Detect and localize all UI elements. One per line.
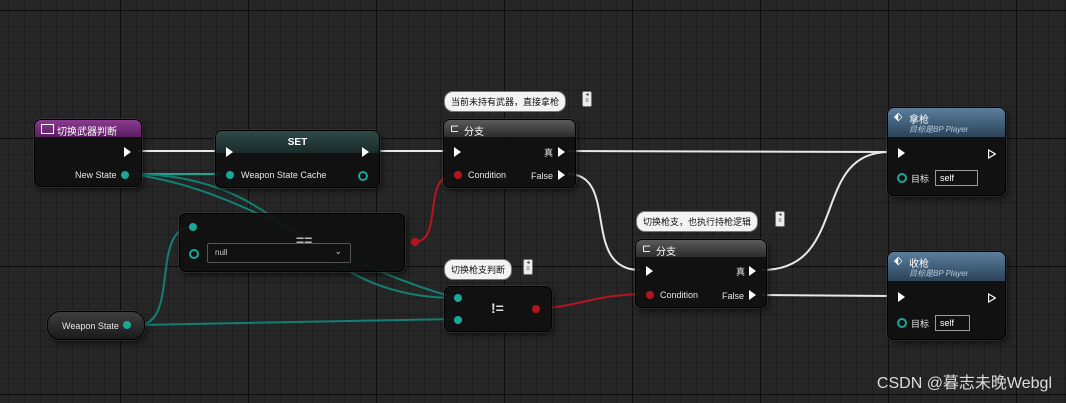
custom-event-header: 切换武器判断 — [35, 120, 141, 138]
branch-mid-title: 分支 — [656, 247, 676, 258]
exec-wire-false2-to-holster — [761, 294, 890, 297]
branch-mid-header: ⊏ 分支 — [636, 240, 766, 258]
exec-wire-true2-to-takegun — [761, 151, 890, 271]
exec-wire-false-to-branch2 — [567, 173, 641, 271]
holster-gun-target-pin[interactable] — [897, 318, 907, 328]
take-gun-title: 拿枪 — [909, 115, 929, 126]
not-equal-result-pin[interactable] — [532, 305, 540, 313]
branch-top-condition-pin[interactable] — [454, 171, 462, 179]
take-gun-exec-out[interactable] — [988, 149, 996, 159]
equals-result-pin[interactable] — [411, 238, 419, 246]
holster-gun-header: ⬖ 收枪 目标是BP Player — [888, 252, 1005, 281]
set-header: SET — [216, 131, 379, 153]
comment-not-equal: 切换枪支判断 — [444, 259, 513, 280]
branch-top-title: 分支 — [464, 127, 484, 138]
custom-event-node[interactable]: 切换武器判断 New State — [34, 119, 142, 187]
branch-top-false-label: False — [531, 171, 554, 181]
custom-event-title: 切换武器判断 — [57, 127, 117, 138]
null-select-value: null — [215, 248, 228, 257]
function-icon-2: ⬖ — [894, 255, 903, 267]
branch-mid-exec-in[interactable] — [646, 266, 653, 276]
equals-pin-a[interactable] — [189, 223, 197, 231]
weapon-state-out-pin[interactable] — [123, 321, 131, 329]
take-gun-header: ⬖ 拿枪 目标是BP Player — [888, 108, 1005, 137]
weapon-state-label: Weapon State — [62, 321, 119, 331]
not-equal-operator: != — [491, 300, 504, 316]
chevron-down-icon: ⌄ — [334, 246, 342, 256]
equals-node[interactable]: == null ⌄ — [179, 213, 419, 272]
holster-gun-subtitle: 目标是BP Player — [909, 269, 969, 278]
take-gun-target-pin[interactable] — [897, 173, 907, 183]
branch-top-true-out[interactable] — [558, 147, 565, 157]
set-cache-in-pin[interactable] — [226, 171, 234, 179]
new-state-label: New State — [75, 170, 117, 180]
holster-gun-target-input[interactable]: self — [935, 315, 970, 331]
branch-icon: ⊏ — [450, 123, 460, 135]
comment-pin-icon-3: ◂≡ — [775, 211, 785, 227]
holster-gun-exec-in[interactable] — [898, 292, 905, 302]
branch-mid-false-out[interactable] — [749, 290, 756, 300]
comment-top-branch: 当前未持有武器，直接拿枪 — [444, 91, 567, 112]
function-icon: ⬖ — [894, 111, 903, 123]
holster-gun-title: 收枪 — [909, 259, 929, 270]
weapon-state-getter-node[interactable]: Weapon State — [47, 311, 145, 340]
take-gun-exec-in[interactable] — [898, 148, 905, 158]
comment-pin-icon: ◂≡ — [582, 91, 592, 107]
set-exec-out-pin[interactable] — [362, 147, 369, 157]
object-wire-weaponstate-to-notequal — [137, 318, 457, 326]
branch-top-false-out[interactable] — [558, 170, 565, 180]
not-equal-node[interactable]: != — [444, 286, 552, 332]
branch-node-top[interactable]: ⊏ 分支 真 Condition False — [443, 119, 576, 188]
exec-wire-true-to-takegun — [567, 150, 890, 153]
branch-mid-false-label: False — [722, 291, 745, 301]
branch-top-exec-in[interactable] — [454, 147, 461, 157]
take-gun-subtitle: 目标是BP Player — [909, 125, 969, 134]
holster-gun-exec-out[interactable] — [988, 293, 996, 303]
holster-gun-function-node[interactable]: ⬖ 收枪 目标是BP Player 目标 self — [887, 251, 1006, 340]
set-cache-out-pin[interactable] — [358, 171, 368, 181]
set-exec-in-pin[interactable] — [226, 147, 233, 157]
bool-wire-notequal-to-condition2 — [535, 293, 649, 309]
branch-top-true-label: 真 — [544, 148, 554, 158]
branch-mid-true-out[interactable] — [749, 266, 756, 276]
branch-node-mid[interactable]: ⊏ 分支 真 Condition False — [635, 239, 767, 308]
holster-gun-target-label: 目标 — [911, 319, 930, 329]
comment-pin-icon-2: ◂≡ — [523, 259, 533, 275]
null-select[interactable]: null ⌄ — [207, 243, 351, 263]
watermark: CSDN @暮志未晚Webgl — [876, 375, 1052, 392]
new-state-pin[interactable] — [121, 171, 129, 179]
comment-mid-branch: 切换枪支，也执行持枪逻辑 — [636, 211, 759, 232]
branch-mid-condition-label: Condition — [660, 290, 699, 300]
exec-out-pin[interactable] — [124, 147, 131, 157]
take-gun-function-node[interactable]: ⬖ 拿枪 目标是BP Player 目标 self — [887, 107, 1006, 196]
branch-mid-true-label: 真 — [736, 267, 746, 277]
set-variable-node[interactable]: SET Weapon State Cache — [215, 130, 380, 188]
take-gun-target-input[interactable]: self — [935, 170, 978, 186]
equals-pin-b[interactable] — [189, 249, 199, 259]
not-equal-pin-b[interactable] — [454, 316, 462, 324]
take-gun-target-label: 目标 — [911, 174, 930, 184]
branch-top-condition-label: Condition — [468, 170, 507, 180]
branch-icon-2: ⊏ — [642, 243, 652, 255]
branch-mid-condition-pin[interactable] — [646, 291, 654, 299]
set-title: SET — [287, 137, 308, 148]
not-equal-pin-a[interactable] — [454, 294, 462, 302]
branch-top-header: ⊏ 分支 — [444, 120, 575, 138]
weapon-state-cache-label: Weapon State Cache — [241, 170, 327, 180]
event-icon — [41, 124, 54, 134]
